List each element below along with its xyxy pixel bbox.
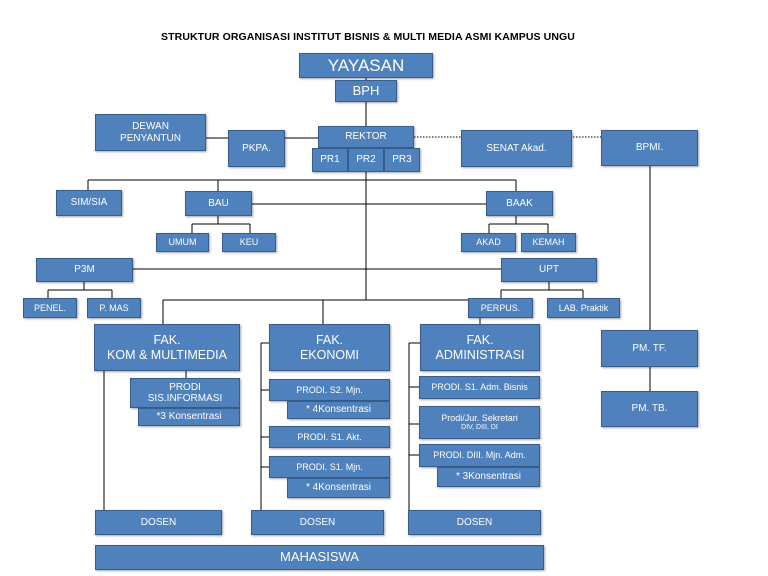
node-prodi-s1-mjn[interactable]: PRODI. S1. Mjn. [269, 456, 390, 478]
node-lab[interactable]: LAB. Praktik [547, 298, 620, 318]
node-pr1[interactable]: PR1 [312, 148, 348, 172]
node-umum[interactable]: UMUM [156, 233, 209, 252]
node-prodi-s1-akt[interactable]: PRODI. S1. Akt. [269, 426, 390, 448]
node-label: DOSEN [140, 516, 177, 528]
node-label: BPH [352, 82, 380, 98]
node-bpmi[interactable]: BPMI. [601, 130, 698, 166]
node-label: REKTOR [345, 131, 387, 143]
node-pm-tb[interactable]: PM. TB. [601, 391, 698, 427]
node-label: DOSEN [456, 516, 493, 528]
node-label: PR1 [320, 154, 340, 166]
node-keu[interactable]: KEU [222, 233, 276, 252]
node-label: PRODI. DIII. Mjn. Adm. [433, 450, 526, 461]
node-label: UPT [539, 264, 559, 276]
node-label-line-2: PENYANTUN [120, 132, 181, 144]
node-fak-adm[interactable]: FAK.ADMINISTRASI [420, 324, 540, 371]
node-label: *3 Konsentrasi [156, 411, 222, 423]
node-prodi-diii-mjn[interactable]: PRODI. DIII. Mjn. Adm. [419, 444, 540, 467]
node-prodi-s2-mjn[interactable]: PRODI. S2. Mjn. [269, 379, 390, 401]
node-label: BAAK [506, 197, 533, 209]
node-label: UMUM [168, 237, 197, 248]
node-label: SENAT Akad. [486, 142, 547, 154]
node-perpus[interactable]: PERPUS. [468, 298, 533, 318]
node-kemah[interactable]: KEMAH [521, 233, 576, 252]
node-label: KEU [239, 237, 259, 248]
node-pr2[interactable]: PR2 [348, 148, 384, 172]
node-konsentrasi-diii[interactable]: * 3Konsentrasi [437, 467, 540, 487]
node-label-line-1: Prodi/Jur. Sekretari [441, 413, 518, 424]
node-label-line-2: DIV, DIII, DI [461, 423, 498, 431]
node-label: PRODI. S1. Mjn. [296, 461, 363, 472]
node-label-line-1: FAK. [315, 333, 344, 348]
node-p3m[interactable]: P3M [36, 258, 133, 282]
node-label: PRODI. S1. Akt. [297, 431, 362, 442]
node-label: PERPUS. [480, 302, 521, 313]
node-label: P. MAS [99, 302, 129, 313]
node-upt[interactable]: UPT [501, 258, 597, 282]
node-label: KEMAH [532, 237, 565, 248]
node-label: BPMI. [635, 142, 664, 154]
node-pr3[interactable]: PR3 [384, 148, 420, 172]
node-bph[interactable]: BPH [335, 80, 397, 102]
node-label-line-1: FAK. [466, 333, 494, 348]
node-sim-sia[interactable]: SIM/SIA [56, 190, 122, 216]
node-label-line-1: DEWAN [132, 121, 169, 132]
node-fak-kom[interactable]: FAK.KOM & MULTIMEDIA [94, 324, 240, 371]
node-label: SIM/SIA [70, 197, 108, 209]
node-bau[interactable]: BAU [185, 191, 252, 216]
node-label: BAU [208, 197, 229, 209]
node-label: AKAD [476, 237, 501, 248]
node-label: PR2 [356, 154, 376, 166]
node-label-line-2: SIS.INFORMASI [147, 393, 223, 404]
node-label: DOSEN [299, 516, 336, 528]
node-label: * 4Konsentrasi [305, 482, 372, 494]
node-label-line-1: FAK. [153, 333, 181, 348]
node-pmas[interactable]: P. MAS [87, 298, 141, 318]
node-konsentrasi-si[interactable]: *3 Konsentrasi [138, 408, 240, 426]
node-dosen-kom[interactable]: DOSEN [95, 510, 222, 535]
node-pkpa[interactable]: PKPA. [228, 130, 285, 167]
node-label: PKPA. [242, 142, 271, 154]
node-label: YAYASAN [327, 55, 405, 75]
node-label: P3M [74, 264, 95, 276]
node-label: PR3 [392, 154, 412, 166]
node-label: MAHASISWA [280, 549, 359, 565]
node-dosen-eko[interactable]: DOSEN [251, 510, 384, 535]
node-label: PM. TB. [631, 403, 668, 415]
node-baak[interactable]: BAAK [486, 191, 553, 216]
node-label: PRODI. S2. Mjn. [296, 384, 363, 395]
node-label-line-1: PRODI [169, 381, 201, 393]
node-label-line-2: ADMINISTRASI [435, 347, 525, 362]
node-penel[interactable]: PENEL. [23, 298, 77, 318]
node-label: PENEL. [33, 302, 66, 313]
node-konsentrasi-s2[interactable]: * 4Konsentrasi [287, 401, 390, 419]
node-label-line-2: KOM & MULTIMEDIA [107, 347, 227, 362]
node-label: * 3Konsentrasi [455, 471, 522, 483]
node-rektor[interactable]: REKTOR [318, 126, 414, 148]
node-senat[interactable]: SENAT Akad. [461, 130, 572, 167]
node-dosen-adm[interactable]: DOSEN [408, 510, 541, 535]
node-fak-eko[interactable]: FAK.EKONOMI [269, 324, 390, 371]
node-prodi-s1-adm[interactable]: PRODI. S1. Adm. Bisnis [419, 376, 540, 399]
node-label: PM. TF. [632, 342, 667, 354]
node-pm-tf[interactable]: PM. TF. [601, 330, 698, 367]
node-label-line-2: EKONOMI [299, 347, 360, 362]
node-yayasan[interactable]: YAYASAN [299, 53, 433, 78]
node-label: PRODI. S1. Adm. Bisnis [431, 382, 528, 393]
node-label: LAB. Praktik [558, 302, 609, 313]
node-akad[interactable]: AKAD [461, 233, 516, 252]
node-mahasiswa[interactable]: MAHASISWA [95, 545, 544, 570]
chart-title: STRUKTUR ORGANISASI INSTITUT BISNIS & MU… [161, 31, 575, 43]
node-label: * 4Konsentrasi [305, 404, 372, 416]
node-konsentrasi-s1-mjn[interactable]: * 4Konsentrasi [287, 478, 390, 498]
